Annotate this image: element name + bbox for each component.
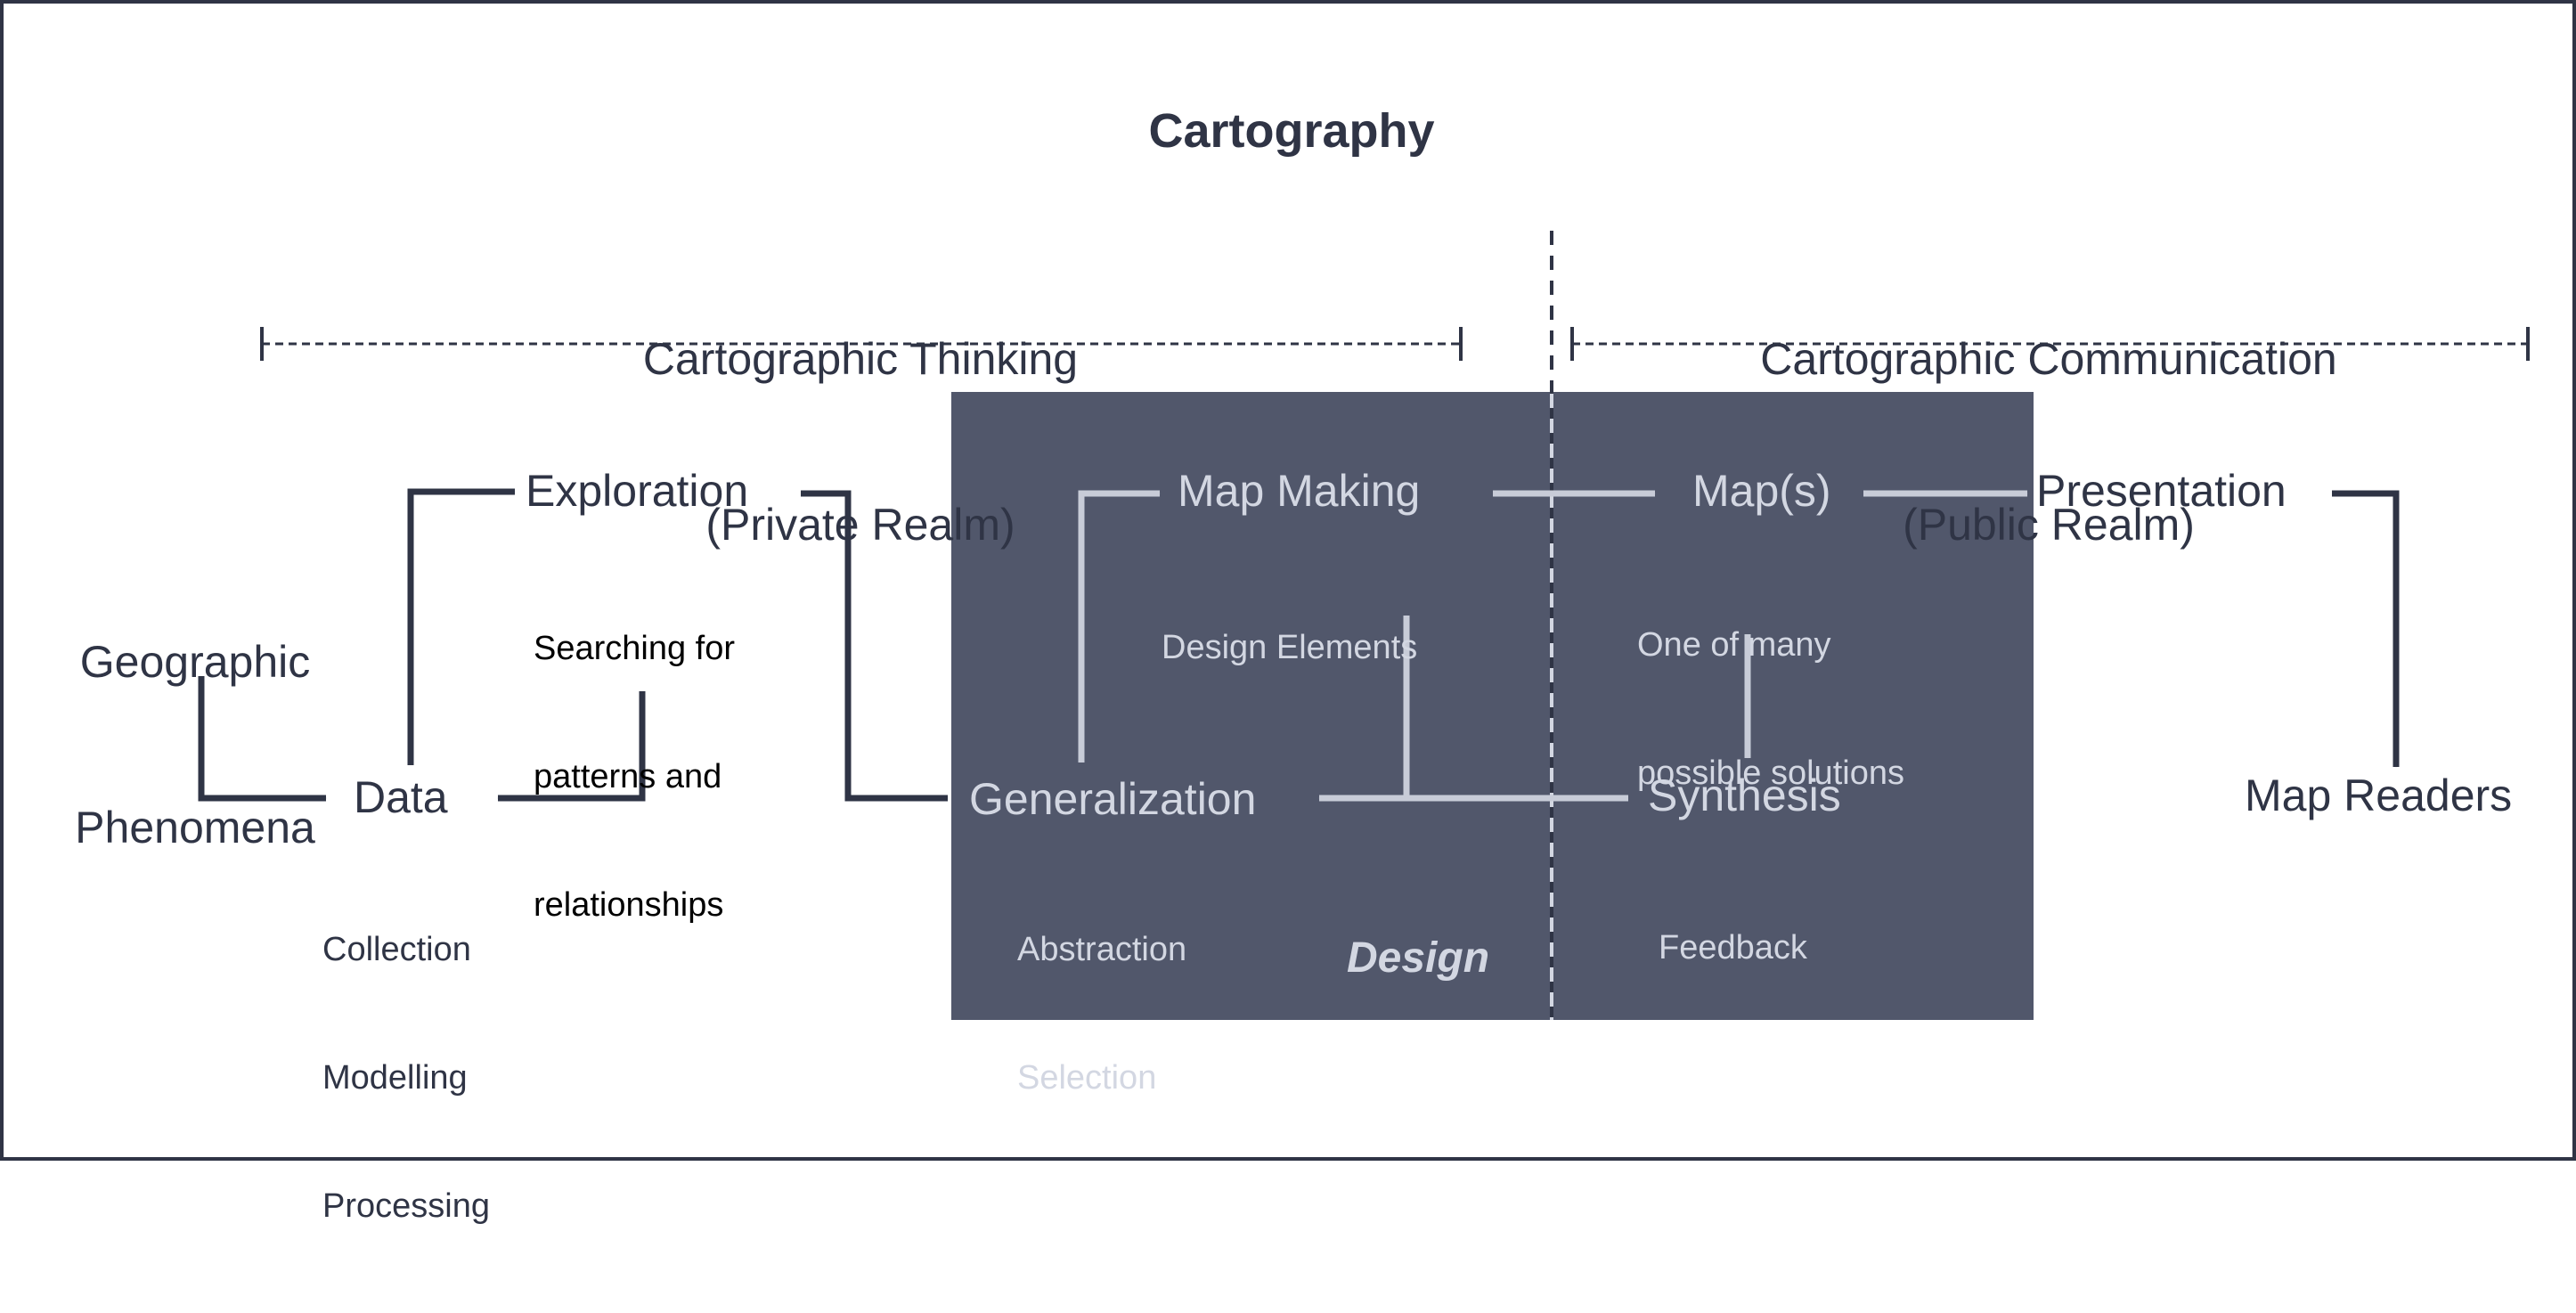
node-map-making-details: Design Elements	[1162, 541, 1417, 754]
node-generalization-label: Generalization	[969, 774, 1257, 824]
generalization-detail: Selection	[1017, 1059, 1157, 1097]
thinking-realm-header: Cartographic Thinking (Private Realm)	[504, 221, 1217, 663]
communication-range-bar	[1570, 327, 2530, 361]
node-data-label: Data	[354, 772, 448, 822]
data-detail: Collection	[322, 931, 471, 968]
data-detail: Processing	[322, 1187, 490, 1225]
arrow-data-to-exploration	[407, 488, 516, 765]
node-geographic-phenomena: Geographic Phenomena	[39, 524, 351, 966]
synthesis-detail: Feedback	[1659, 929, 1807, 966]
communication-realm-subtitle: (Public Realm)	[1903, 500, 2195, 550]
communication-realm-header: Cartographic Communication (Public Realm…	[1648, 221, 2450, 663]
node-maps-label: Map(s)	[1692, 466, 1831, 516]
node-maps-details: One of many possible solutions	[1637, 538, 1904, 880]
thinking-realm-title: Cartographic Thinking	[642, 334, 1079, 384]
diagram-title: Cartography	[1148, 104, 1435, 158]
node-exploration-details: Searching for patterns and relationships	[534, 542, 735, 1012]
maps-detail: One of many	[1637, 626, 1831, 664]
thinking-realm-subtitle: (Private Realm)	[705, 500, 1015, 550]
exploration-detail: patterns and	[534, 758, 722, 795]
arrow-geographic-to-data	[198, 676, 327, 802]
node-synthesis-label: Synthesis	[1648, 771, 1841, 820]
node-generalization-details: Abstraction Selection	[1017, 843, 1186, 1185]
node-presentation-label: Presentation	[2036, 466, 2287, 516]
geographic-line1: Geographic	[79, 637, 311, 687]
data-detail: Modelling	[322, 1059, 468, 1097]
cartography-diagram: Cartography Cartographic Thinking (Priva…	[0, 0, 2576, 1225]
node-synthesis-details: Feedback	[1659, 841, 1807, 1055]
map-making-detail: Design Elements	[1162, 629, 1418, 666]
arrow-exploration-to-data	[497, 691, 646, 802]
exploration-detail: relationships	[534, 886, 724, 924]
thinking-range-bar	[260, 327, 1463, 361]
arrow-exploration-to-generalization	[801, 490, 949, 802]
diagram-graphics	[198, 231, 2530, 1020]
generalization-detail: Abstraction	[1017, 931, 1187, 968]
exploration-detail: Searching for	[534, 630, 736, 667]
arrow-presentation-to-map-readers	[2332, 490, 2400, 768]
design-panel-label: Design	[1347, 934, 1490, 982]
node-map-readers-label: Map Readers	[2245, 771, 2513, 820]
geographic-line2: Phenomena	[75, 803, 315, 852]
node-data-details: Collection Modelling Processing	[322, 843, 490, 1313]
node-exploration-label: Exploration	[526, 466, 749, 516]
communication-realm-title: Cartographic Communication	[1760, 334, 2337, 384]
arrow-generalization-to-map-making	[1078, 490, 1161, 763]
maps-detail: possible solutions	[1637, 754, 1904, 792]
node-map-making-label: Map Making	[1178, 466, 1421, 516]
